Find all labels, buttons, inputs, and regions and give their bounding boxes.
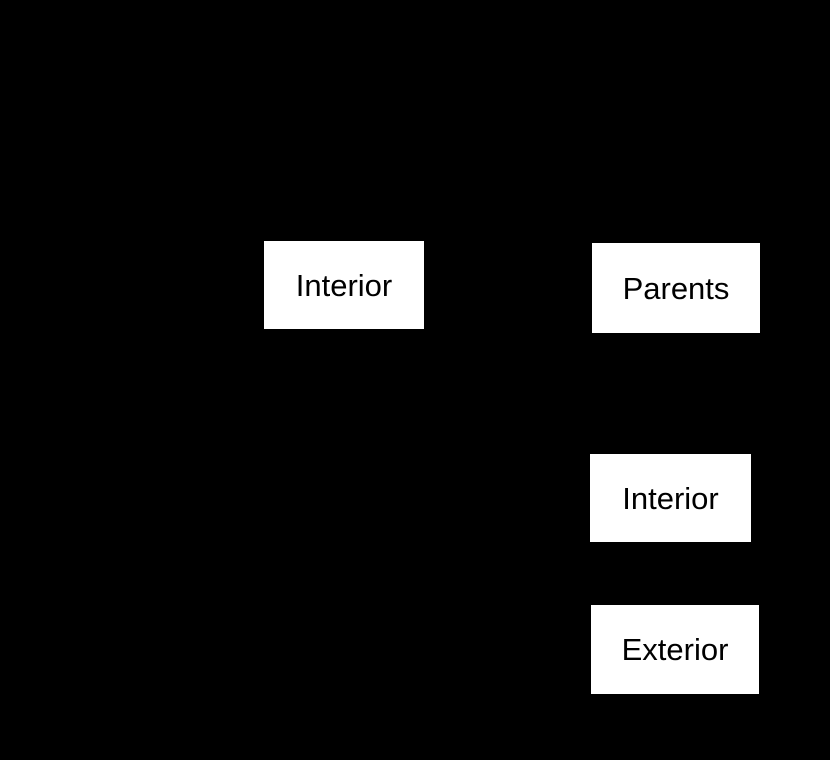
node-interior-right: Interior <box>590 454 751 542</box>
node-interior-right-label: Interior <box>622 480 719 516</box>
node-exterior: Exterior <box>591 605 759 694</box>
node-parents: Parents <box>592 243 760 333</box>
node-parents-label: Parents <box>622 270 730 306</box>
node-interior-left: Interior <box>264 241 424 329</box>
node-exterior-label: Exterior <box>621 632 729 667</box>
node-interior-left-label: Interior <box>295 267 393 303</box>
